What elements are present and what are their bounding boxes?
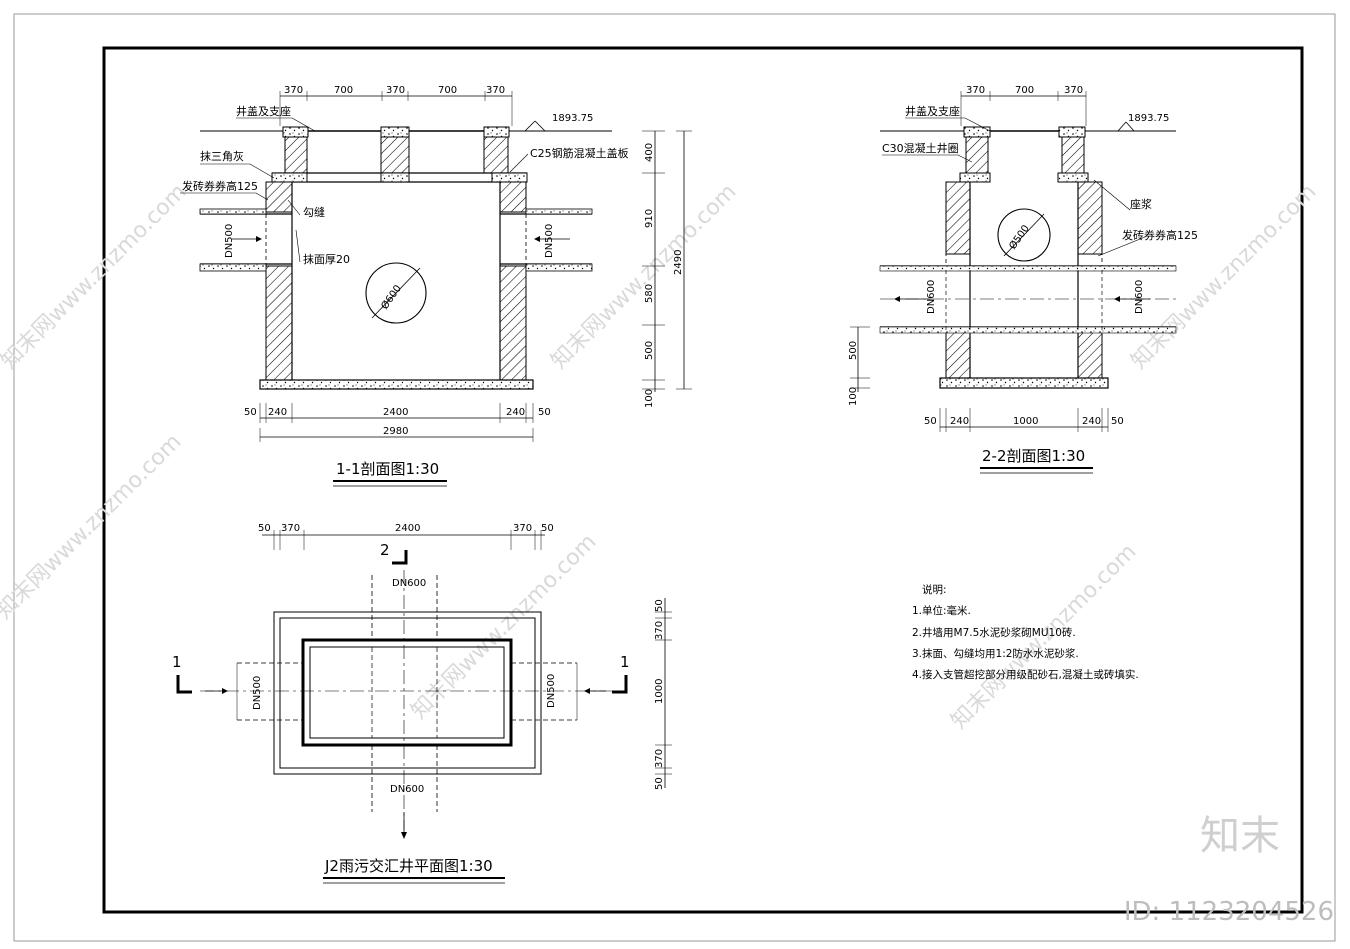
dim-total-height: 2490 [673, 250, 684, 275]
label-ring: C30混凝土井圈 [882, 141, 959, 155]
cut-label-1-right: 1 [620, 653, 630, 671]
dim-bottom-5: 50 [1111, 416, 1124, 427]
drawing-frame [102, 46, 1304, 914]
note-item: 1.单位:毫米. [912, 604, 971, 617]
dim-top-1: 50 [258, 523, 271, 534]
dim-bottom-4: 240 [1082, 416, 1101, 427]
dim-right-5: 50 [654, 777, 665, 790]
label-cover: 井盖及支座 [236, 104, 291, 118]
dim-bottom-3: 2400 [383, 407, 408, 418]
pipe-label-right: DN600 [1134, 280, 1145, 314]
cut-label-1-left: 1 [172, 653, 182, 671]
section-2-2 [850, 91, 1177, 474]
dim-bottom-2: 240 [268, 407, 287, 418]
notes: 说明: 1.单位:毫米. 2.井墙用M7.5水泥砂浆砌MU10砖. 3.抹面、勾… [912, 583, 1139, 681]
label-joint: 勾缝 [303, 205, 325, 219]
brand-watermark: 知末 [1200, 813, 1280, 859]
note-item: 2.井墙用M7.5水泥砂浆砌MU10砖. [912, 626, 1076, 639]
watermark-text: 知末网www.znzmo.com [1127, 179, 1322, 374]
section-2-2-text: 370 700 370 1893.75 井盖及支座 C30混凝土井圈 座浆 发砖… [848, 85, 1198, 465]
plan-view [176, 530, 672, 884]
dim-top-1: 370 [284, 85, 303, 96]
label-arch: 发砖券券高125 [1122, 228, 1198, 242]
dim-bottom-1: 50 [924, 416, 937, 427]
label-plaster: 抹面厚20 [303, 253, 350, 266]
section-1-1 [180, 91, 692, 487]
label-cover: 井盖及支座 [905, 104, 960, 118]
dim-right-1: 400 [644, 143, 655, 162]
dim-top-1: 370 [966, 85, 985, 96]
dim-right-3: 1000 [654, 679, 665, 704]
dim-right-1: 50 [654, 599, 665, 612]
pipe-label-left: DN600 [926, 280, 937, 314]
dim-bottom-2: 240 [950, 416, 969, 427]
plan-title: J2雨污交汇井平面图1:30 [324, 857, 493, 875]
pipe-label-left: DN500 [224, 224, 235, 258]
cut-label-2: 2 [380, 541, 390, 559]
label-arch: 发砖券券高125 [182, 179, 258, 193]
dim-top-4: 370 [513, 523, 532, 534]
dim-top-5: 50 [541, 523, 554, 534]
pipe-label-bottom: DN600 [390, 784, 424, 795]
watermark-text: 知末网www.znzmo.com [0, 429, 186, 624]
notes-heading: 说明: [922, 583, 947, 596]
watermark-text: 知末网www.znzmo.com [0, 179, 191, 374]
dim-bottom-3: 1000 [1013, 416, 1038, 427]
dim-top-3: 2400 [395, 523, 420, 534]
circle-diameter-label: Ø600 [379, 283, 404, 312]
dim-bottom-5: 50 [538, 407, 551, 418]
note-item: 3.抹面、勾缝均用1:2防水水泥砂浆. [912, 647, 1079, 660]
dim-top-3: 370 [386, 85, 405, 96]
label-slab: C25钢筋混凝土盖板 [530, 146, 629, 160]
label-triangle: 抹三角灰 [200, 149, 244, 163]
dim-left-1: 500 [848, 341, 859, 360]
dim-right-2: 910 [644, 209, 655, 228]
sheet-outer-border [13, 13, 1336, 942]
pipe-label-right: DN500 [544, 224, 555, 258]
dim-right-5: 100 [644, 389, 655, 408]
dim-top-2: 700 [334, 85, 353, 96]
note-item: 4.接入支管超挖部分用级配砂石,混凝土或砖填实. [912, 668, 1139, 681]
section-1-1-text: 370 700 370 700 370 1893.75 井盖及支座 抹三角灰 发… [182, 85, 684, 478]
label-mortar: 座浆 [1130, 197, 1152, 211]
dim-top-2: 700 [1015, 85, 1034, 96]
pipe-label-top: DN600 [392, 578, 426, 589]
circle-diameter-label: Ø500 [1007, 223, 1032, 252]
image-id-watermark: ID: 1123204526 [1123, 897, 1334, 927]
dim-bottom-1: 50 [244, 407, 257, 418]
pipe-label-right: DN500 [546, 674, 557, 708]
elevation-label: 1893.75 [552, 113, 593, 124]
pipe-label-left: DN500 [252, 676, 263, 710]
plan-view-text: 50 370 2400 370 50 DN600 DN600 DN500 DN5… [172, 523, 665, 875]
dim-top-2: 370 [281, 523, 300, 534]
section-1-title: 1-1剖面图1:30 [336, 460, 439, 478]
dim-right-4: 370 [654, 749, 665, 768]
dim-top-4: 700 [438, 85, 457, 96]
watermarks: 知末网www.znzmo.com 知末网www.znzmo.com 知末网www… [0, 179, 1321, 734]
elevation-label: 1893.75 [1128, 113, 1169, 124]
dim-bottom-4: 240 [506, 407, 525, 418]
dim-left-2: 100 [848, 387, 859, 406]
dim-top-5: 370 [486, 85, 505, 96]
dim-total-width: 2980 [383, 426, 408, 437]
dim-right-4: 500 [644, 341, 655, 360]
dim-top-3: 370 [1064, 85, 1083, 96]
dim-right-2: 370 [654, 621, 665, 640]
dim-right-3: 580 [644, 284, 655, 303]
section-2-title: 2-2剖面图1:30 [982, 447, 1085, 465]
